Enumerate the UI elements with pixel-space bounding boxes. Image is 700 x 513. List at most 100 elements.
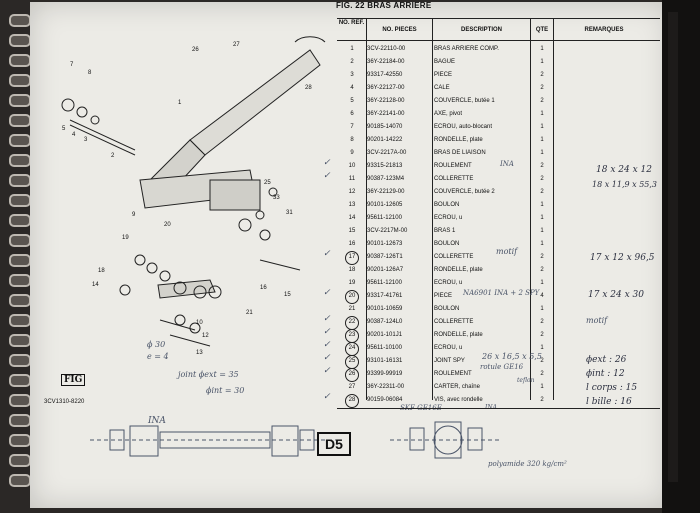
row-ref: 15	[348, 228, 356, 234]
binding-ring	[9, 234, 31, 247]
callout-number: 1	[178, 100, 182, 106]
row-ref: 22	[348, 319, 356, 325]
binding-ring	[9, 174, 31, 187]
check-mark: ✓	[323, 158, 331, 168]
polyamide-note: polyamide 320 kg/cm²	[488, 460, 567, 468]
row-ref: 4	[350, 85, 354, 91]
binding-ring	[9, 334, 31, 347]
callout-number: 9	[132, 212, 136, 218]
row-piece: 93315-21813	[367, 163, 403, 169]
note-joint-size: 26 x 16,5 x 5,5	[482, 352, 542, 361]
row-piece: 36Y-22129-00	[367, 189, 405, 195]
row-ref: 27	[348, 384, 356, 390]
row-desc: BAGUE	[434, 59, 456, 65]
row-qty: 1	[540, 384, 544, 390]
row-desc: COLLERETTE	[434, 319, 474, 325]
callout-number: 5	[62, 126, 66, 132]
row-qty: 2	[540, 332, 544, 338]
row-ref: 18	[348, 267, 356, 273]
row-ref: 8	[350, 137, 354, 143]
page-tab-strip	[668, 12, 678, 482]
row-ref: 20	[348, 293, 356, 299]
ina-label: INA	[148, 416, 166, 426]
row-desc: ECROU, u	[434, 280, 463, 286]
row-ref: 2	[350, 59, 354, 65]
binding-ring	[9, 274, 31, 287]
row-ref: 10	[348, 163, 356, 169]
row-piece: 93399-99919	[367, 371, 403, 377]
row-desc: PIECE	[434, 293, 453, 299]
row-desc: AXE, pivot	[434, 111, 463, 117]
check-mark: ✓	[323, 249, 331, 259]
header-remarques: REMARQUES	[584, 27, 624, 33]
note-motif-22: motif	[586, 316, 608, 325]
circled-ref	[345, 394, 359, 408]
row-ref: 3	[350, 72, 354, 78]
binding-ring	[9, 114, 31, 127]
callout-number: 33	[273, 195, 280, 201]
row-piece: 3CV-2217A-00	[367, 150, 407, 156]
col-divider	[530, 18, 531, 400]
row-ref: 25	[348, 358, 356, 364]
row-desc: PIECE	[434, 72, 453, 78]
binding-ring	[9, 74, 31, 87]
header-description: DESCRIPTION	[460, 27, 502, 33]
row-desc: CARTER, chaîne	[434, 384, 480, 390]
row-desc: COLLERETTE	[434, 254, 474, 260]
row-ref: 7	[350, 124, 354, 130]
row-desc: COUVERCLE, butée 2	[434, 189, 495, 195]
row-qty: 2	[540, 397, 544, 403]
row-piece: 93317-41761	[367, 293, 403, 299]
row-qty: 1	[540, 306, 544, 312]
header-no-pieces: NO. PIECES	[382, 27, 417, 33]
spec-l-corps: l corps : 15	[586, 383, 638, 393]
callout-number: 2	[111, 153, 115, 159]
row-desc: BOULON	[434, 306, 460, 312]
check-mark: ✓	[323, 288, 331, 298]
row-desc: RONDELLE, plate	[434, 267, 483, 273]
binding-ring	[9, 354, 31, 367]
exploded-diagram	[61, 36, 326, 347]
binding-ring	[9, 214, 31, 227]
row-desc: RONDELLE, plate	[434, 332, 483, 338]
binding-ring	[9, 434, 31, 447]
callout-number: 18	[98, 268, 105, 274]
figure-code: 3CV1310-8220	[44, 399, 85, 405]
row-desc: ROULEMENT	[434, 371, 472, 377]
callout-number: 21	[246, 310, 253, 316]
row-desc: ECROU, u	[434, 345, 463, 351]
row-desc: BRAS ARRIERE COMP.	[434, 46, 499, 52]
row-qty: 1	[540, 111, 544, 117]
row-desc: BOULON	[434, 202, 460, 208]
row-ref: 21	[348, 306, 356, 312]
row-piece: 90201-126A7	[367, 267, 404, 273]
row-ref: 23	[348, 332, 356, 338]
remark-piece-20: 17 x 24 x 30	[588, 290, 644, 300]
row-ref: 13	[348, 202, 356, 208]
callout-number: 8	[88, 70, 92, 76]
circled-ref	[345, 290, 359, 304]
row-qty: 2	[540, 72, 544, 78]
row-qty: 1	[540, 137, 544, 143]
binding-ring	[9, 154, 31, 167]
row-desc: ECROU, u	[434, 215, 463, 221]
row-desc: CALE	[434, 85, 450, 91]
callout-number: 14	[92, 282, 99, 288]
row-qty: 2	[540, 267, 544, 273]
row-piece: 36Y-22128-00	[367, 98, 405, 104]
row-ref: 28	[348, 397, 356, 403]
check-mark: ✓	[323, 340, 331, 350]
callout-number: 3	[84, 137, 88, 143]
table-row: 18 90201-126A7 RONDELLE, plate 2	[337, 264, 657, 277]
spec-phi-ext: ϕext : 26	[586, 355, 627, 365]
